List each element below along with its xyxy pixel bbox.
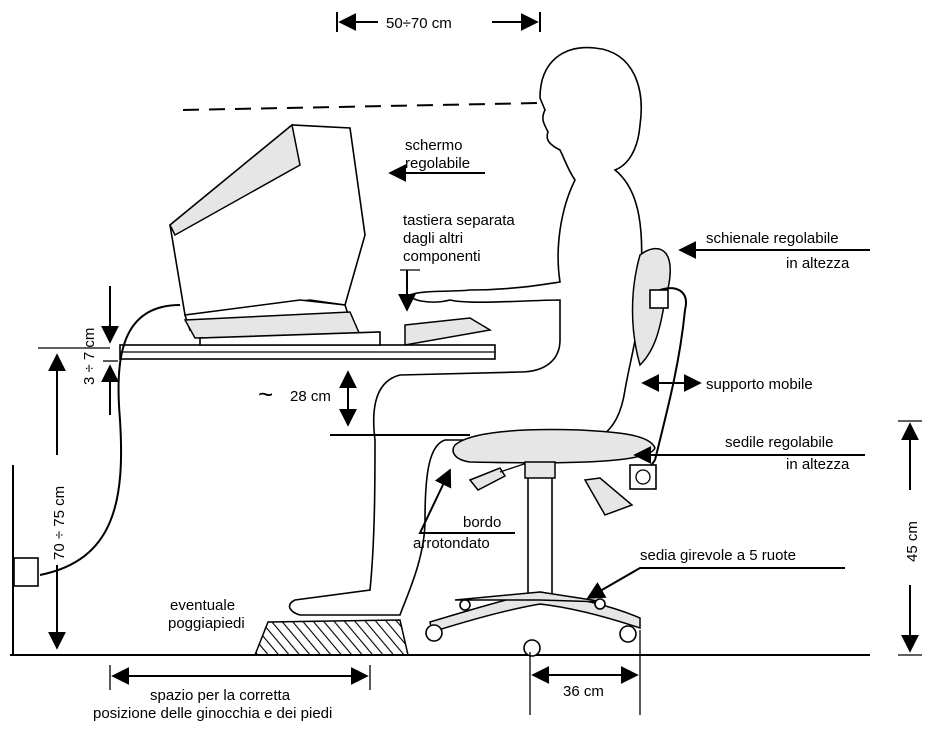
edge-label-1: bordo — [463, 514, 501, 531]
footrest-label-2: poggiapiedi — [168, 615, 245, 632]
base-width-dimension: 36 cm — [529, 630, 641, 715]
keyboard-label-3: componenti — [403, 248, 481, 265]
edge-label-2: arrotondato — [413, 535, 490, 552]
backrest-label-2: in altezza — [786, 255, 850, 272]
chair-column — [527, 464, 553, 596]
chair-column-top — [524, 461, 556, 479]
tilt-lever — [583, 477, 634, 516]
thigh-symbol: ~ — [258, 379, 273, 409]
gap-label: 3 ÷ 7 cm — [81, 328, 98, 385]
knee-space-dimension — [109, 665, 371, 690]
person-silhouette — [288, 46, 643, 616]
backrest-support — [647, 287, 687, 471]
seat-height-label: 45 cm — [904, 521, 921, 562]
chair-label: sedia girevole a 5 ruote — [640, 547, 796, 564]
seat-height-dimension: 45 cm — [898, 420, 922, 656]
footrest-label-1: eventuale — [170, 597, 235, 614]
thigh-clearance-dimension: ~ 28 cm — [258, 370, 357, 427]
support-label: supporto mobile — [706, 376, 813, 393]
monitor — [169, 123, 381, 346]
monitor-label-2: regolabile — [405, 155, 470, 172]
desk — [119, 344, 496, 360]
knee-space-label-1: spazio per la corretta — [150, 687, 291, 704]
seat-tilt-knob — [629, 464, 657, 490]
keyboard-label-1: tastiera separata — [403, 212, 515, 229]
desk-height-label: 70 ÷ 75 cm — [51, 486, 68, 560]
desk-height-dimension: 70 ÷ 75 cm — [38, 347, 110, 650]
seat-cushion — [452, 428, 656, 464]
viewing-distance-label: 50÷70 cm — [386, 15, 452, 32]
seat-label-1: sedile regolabile — [725, 434, 833, 451]
knob-circle — [635, 469, 651, 485]
monitor-label-1: schermo — [405, 137, 463, 154]
seat-lever — [468, 467, 507, 491]
knee-space-label-2: posizione delle ginocchia e dei piedi — [93, 705, 332, 722]
viewing-distance-dimension: 50÷70 cm — [336, 12, 541, 32]
footrest — [253, 619, 409, 656]
thigh-label: 28 cm — [290, 388, 331, 405]
backrest-label-1: schienale regolabile — [706, 230, 839, 247]
backrest-knob — [649, 289, 669, 309]
chair-pointer — [586, 567, 845, 599]
chair-base — [425, 591, 641, 657]
keyboard-label-2: dagli altri — [403, 230, 463, 247]
base-width-label: 36 cm — [563, 683, 604, 700]
edge-pointer — [418, 468, 515, 534]
gap-dimension: 3 ÷ 7 cm — [81, 286, 119, 415]
wall-plug — [13, 557, 39, 587]
seat-label-2: in altezza — [786, 456, 850, 473]
eye-level-line — [182, 102, 541, 111]
keyboard — [404, 317, 493, 346]
monitor-cable — [39, 304, 181, 576]
